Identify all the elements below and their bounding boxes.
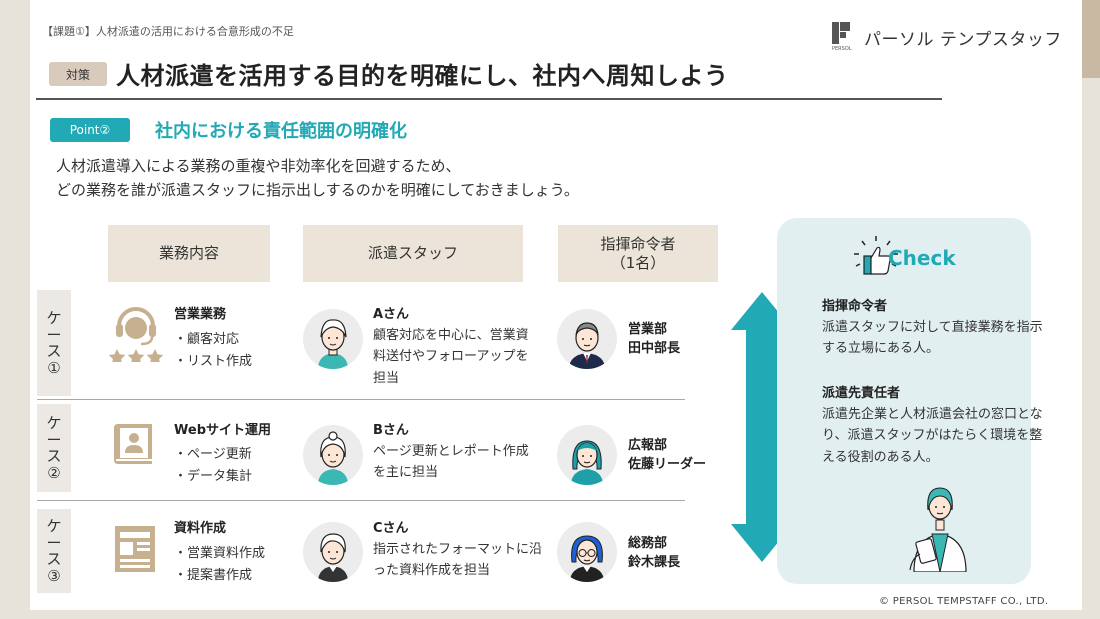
header-job-label: 業務内容 [158, 244, 219, 263]
copyright: © PERSOL TEMPSTAFF CO., LTD. [879, 596, 1049, 607]
case-divider-1 [37, 399, 685, 400]
commander-3: 総務部 鈴木課長 [628, 535, 680, 573]
job-item-3-2: ・提案書作成 [174, 568, 253, 583]
staff-desc-b: ページ更新とレポート作成を主に担当 [373, 444, 529, 481]
staff-name-c: Cさん [373, 521, 409, 536]
job-title-2: Webサイト運用 [174, 423, 271, 438]
headset-stars-icon [108, 304, 164, 366]
avatar-commander-tanaka [557, 309, 617, 369]
commander-dept-2: 広報部 [628, 438, 668, 453]
logo-sub: PERSOL [832, 46, 852, 52]
check-panel [777, 218, 1031, 584]
frame-accent [1082, 0, 1100, 78]
commander-person-3: 鈴木課長 [628, 554, 681, 570]
header-staff: 派遣スタッフ [303, 225, 523, 282]
check-heading-2: 派遣先責任者 [822, 386, 901, 401]
point-title: 社内における責任範囲の明確化 [155, 121, 407, 142]
header-commander-label: 指揮命令者 [600, 234, 676, 253]
job-item-2-1: ・ページ更新 [174, 447, 252, 462]
logo: PERSOL パーソル テンプスタッフ [832, 22, 1062, 52]
staff-name-b: Bさん [373, 423, 409, 438]
staff-desc-a: 顧客対応を中心に、営業資料送付やフォローアップを担当 [373, 328, 529, 386]
persol-logo-icon: PERSOL [832, 22, 858, 52]
breadcrumb: 【課題①】人材派遣の活用における合意形成の不足 [42, 25, 294, 38]
job-item-3-1: ・営業資料作成 [174, 546, 266, 561]
commander-person-1: 田中部長 [628, 340, 681, 356]
avatar-staff-c [303, 522, 363, 582]
point-tag: Point② [50, 118, 130, 142]
header-staff-label: 派遣スタッフ [367, 244, 458, 263]
job-item-2-2: ・データ集計 [174, 469, 253, 484]
check-title: Check [888, 246, 956, 270]
description-line-2: どの業務を誰が派遣スタッフに指示出しするのかを明確にしておきましょう。 [56, 181, 579, 199]
job-item-1-1: ・顧客対応 [174, 332, 240, 347]
staff-name-a: Aさん [373, 307, 410, 322]
page-title: 人材派遣を活用する目的を明確にし、社内へ周知しよう [116, 62, 729, 90]
arrow-text: 関 係 部 署 で 共 有 [726, 369, 740, 478]
job-title-3: 資料作成 [174, 521, 227, 536]
avatar-staff-a [303, 309, 363, 369]
check-text-2: 派遣先企業と人材派遣会社の窓口となり、派遣スタッフがはたらく環境を整える役割のあ… [822, 407, 1043, 465]
avatar-commander-sato [557, 425, 617, 485]
commander-1: 営業部 田中部長 [628, 321, 680, 359]
document-icon [113, 524, 157, 578]
web-profile-book-icon [112, 420, 158, 472]
header-job: 業務内容 [108, 225, 270, 282]
case-divider-2 [37, 500, 685, 501]
job-title-1: 営業業務 [174, 307, 227, 322]
woman-with-tablet-illustration [904, 480, 976, 576]
commander-2: 広報部 佐藤リーダー [628, 437, 706, 475]
header-commander-count: （1名） [610, 253, 666, 272]
commander-dept-1: 営業部 [628, 322, 668, 337]
commander-dept-3: 総務部 [628, 536, 668, 551]
check-heading-1: 指揮命令者 [822, 299, 888, 314]
title-divider [36, 98, 942, 100]
header-commander: 指揮命令者 （1名） [558, 225, 718, 282]
avatar-commander-suzuki [557, 522, 617, 582]
logo-text: パーソル テンプスタッフ [864, 29, 1062, 50]
commander-person-2: 佐藤リーダー [628, 456, 707, 472]
staff-desc-c: 指示されたフォーマットに沿った資料作成を担当 [373, 542, 543, 579]
check-text-1: 派遣スタッフに対して直接業務を指示する立場にある人。 [822, 320, 1043, 357]
measure-tag: 対策 [49, 62, 107, 86]
thumbs-up-icon [852, 236, 900, 282]
description-line-1: 人材派遣導入による業務の重複や非効率化を回避するため、 [56, 157, 461, 175]
job-item-1-2: ・リスト作成 [174, 354, 253, 369]
avatar-staff-b [303, 425, 363, 485]
